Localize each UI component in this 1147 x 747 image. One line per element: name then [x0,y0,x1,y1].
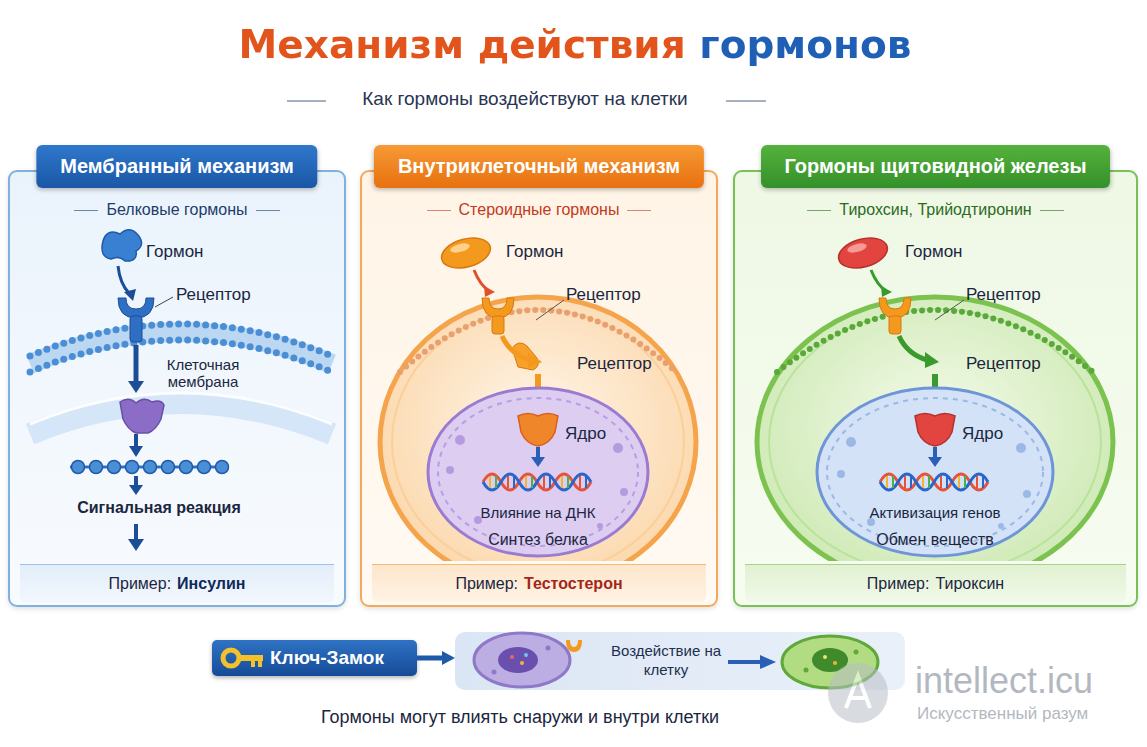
example-value: Инсулин [177,575,245,593]
panel-subtitle: Белковые гормоны [10,200,344,220]
example-label: Пример: [109,575,172,593]
part-label: Гормон [905,242,963,262]
part-label: Рецептор [966,285,1041,305]
connector-arrow [417,651,455,665]
subtitle-rule [726,100,766,102]
example-value: Тестостерон [524,575,623,593]
example-band: Пример: Тироксин [745,564,1126,602]
connector-line [417,656,445,661]
box-label: Ключ-Замок [270,647,384,669]
panel-heading: Внутриклеточный механизм [374,145,704,188]
subtitle-text: Как гормоны воздействуют на клетки [275,88,775,110]
example-label: Пример: [455,575,518,593]
key-lock-box: Ключ-Замок [212,640,417,676]
band-label: Воздействие на клетку [605,641,727,679]
result-label: Влияние на ДНК [438,504,638,521]
part-label: Рецептор [577,354,652,374]
step-label: Сигнальная реакция [29,499,289,517]
example-band: Пример: Тестостерон [372,564,706,602]
watermark-text: intellect.icu [915,660,1093,701]
result-label: Обмен веществ [835,531,1035,549]
diagram-title: Механизм действия гормонов [239,20,912,70]
panel-subtitle: Тирохсин, Трийодтиронин [735,200,1136,220]
watermark-text: Искусственный разум [917,704,1088,724]
part-label: Гормон [146,242,204,262]
part-label: Рецептор [176,285,251,305]
panel-heading: Мембранный механизм [36,145,317,188]
diagram-caption: Гормоны могут влиять снаружи и внутри кл… [0,706,1040,728]
example-value: Тироксин [935,575,1004,593]
subtitle-rule [287,100,326,102]
example-label: Пример: [867,575,930,593]
part-label: Рецептор [566,285,641,305]
part-label: Рецептор [966,354,1041,374]
result-label: Активизация генов [835,504,1035,521]
part-label: Гормон [506,242,564,262]
effect-band: Воздействие на клетку [455,632,905,690]
part-label: Ядро [565,424,606,444]
panel-subtitle: Стероидные гормоны [362,200,716,220]
part-label: Ядро [962,424,1003,444]
example-band: Пример: Инсулин [20,564,334,602]
result-label: Синтез белка [438,531,638,549]
part-label: Клеточная мембрана [156,356,250,391]
arrow-head [442,651,455,665]
panel-heading: Гормоны щитовидной железы [761,145,1111,188]
